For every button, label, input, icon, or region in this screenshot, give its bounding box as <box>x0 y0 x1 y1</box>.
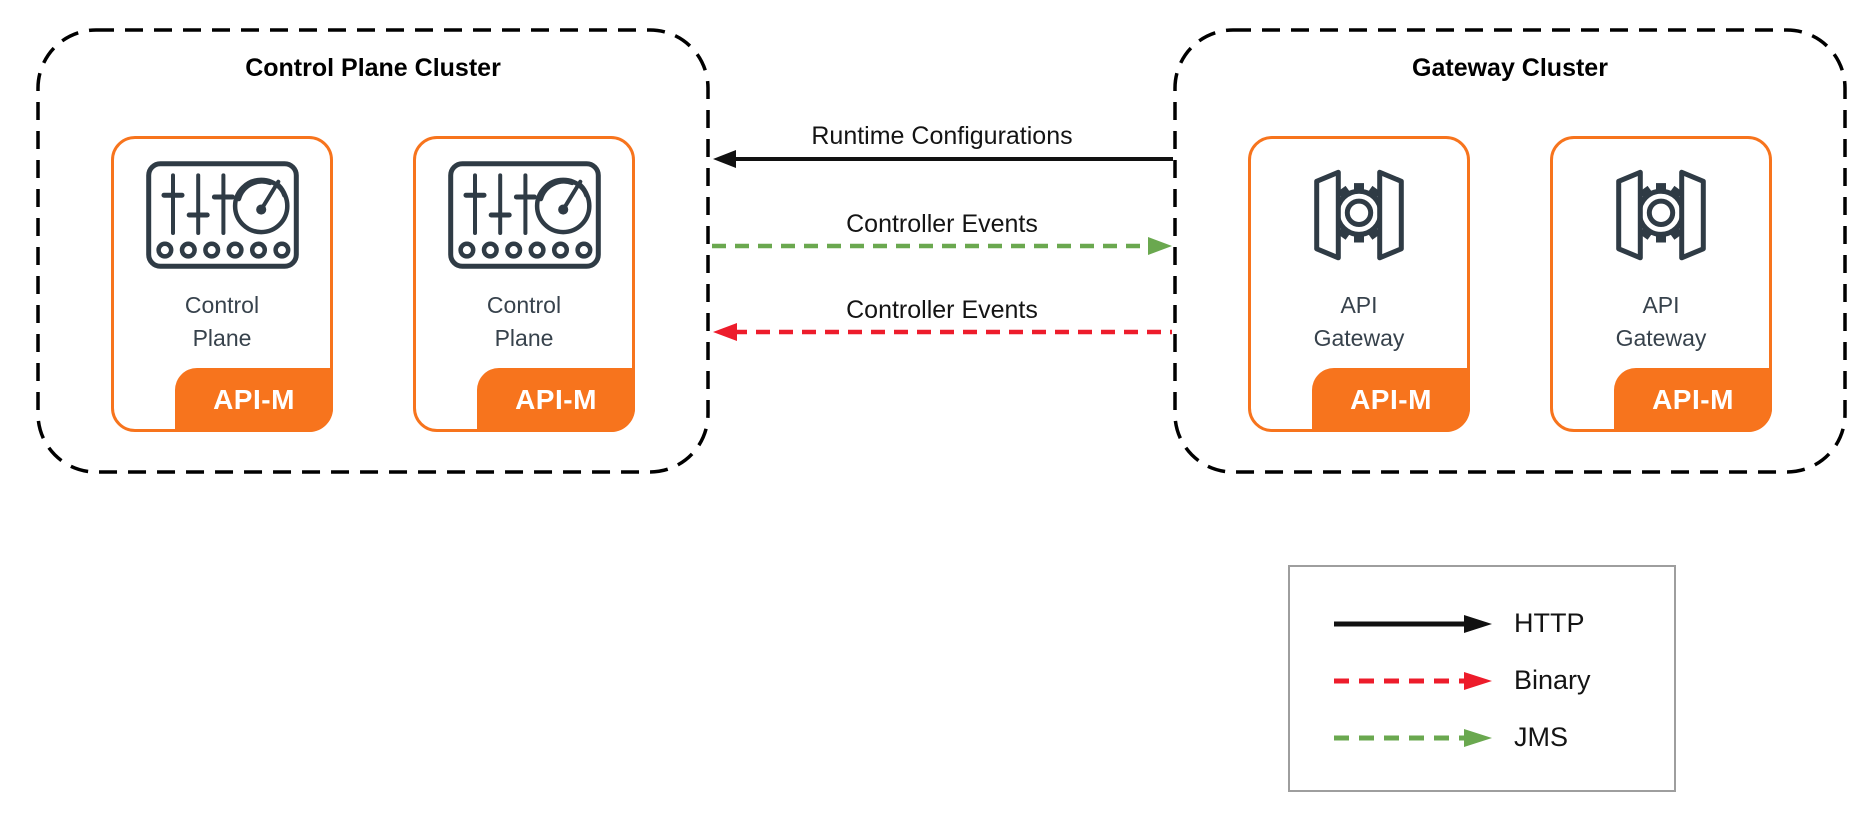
control-panel-icon <box>416 159 632 271</box>
node-label: API Gateway <box>1313 292 1405 352</box>
api-gateway-icon <box>1251 159 1467 271</box>
dashed-green-arrow-icon <box>1334 728 1492 747</box>
node-label: Control Plane <box>184 292 260 352</box>
node-label: Control Plane <box>486 292 562 352</box>
runtime-configurations-label: Runtime Configurations <box>811 122 1073 150</box>
apim-badge: API-M <box>175 368 333 432</box>
dashed-red-arrow-icon <box>1334 671 1492 690</box>
legend-row-binary: Binary <box>1334 652 1674 709</box>
dashed-cluster-border <box>36 28 710 474</box>
jms-arrow-right <box>711 237 1172 255</box>
legend-label: Binary <box>1514 665 1591 695</box>
control-plane-node: Control Plane API-M <box>413 136 635 432</box>
cluster-cards: Control Plane API-M <box>36 136 710 432</box>
http-arrow-left <box>713 150 1174 168</box>
api-gateway-node: API Gateway API-M <box>1248 136 1470 432</box>
legend-label: JMS <box>1514 722 1568 752</box>
solid-arrow-icon <box>1334 614 1492 633</box>
dashed-cluster-border <box>1173 28 1847 474</box>
legend-box: HTTP Binary JMS <box>1288 565 1676 792</box>
control-plane-node: Control Plane API-M <box>111 136 333 432</box>
apim-badge: API-M <box>477 368 635 432</box>
legend-label: HTTP <box>1514 608 1585 638</box>
cluster-title: Gateway Cluster <box>1412 54 1608 82</box>
legend-row-http: HTTP <box>1334 595 1674 652</box>
controller-events-jms-label: Controller Events <box>846 210 1038 238</box>
controller-events-binary-label: Controller Events <box>846 296 1038 324</box>
node-label: API Gateway <box>1615 292 1707 352</box>
cluster-title: Control Plane Cluster <box>245 54 501 82</box>
cluster-cards: API Gateway API-M <box>1173 136 1847 432</box>
apim-badge: API-M <box>1312 368 1470 432</box>
control-plane-cluster: Control Plane Cluster <box>36 28 710 474</box>
binary-arrow-left <box>713 323 1174 341</box>
api-gateway-icon <box>1553 159 1769 271</box>
apim-badge: API-M <box>1614 368 1772 432</box>
legend-row-jms: JMS <box>1334 709 1674 766</box>
api-gateway-node: API Gateway API-M <box>1550 136 1772 432</box>
gateway-cluster: Gateway Cluster <box>1173 28 1847 474</box>
control-panel-icon <box>114 159 330 271</box>
